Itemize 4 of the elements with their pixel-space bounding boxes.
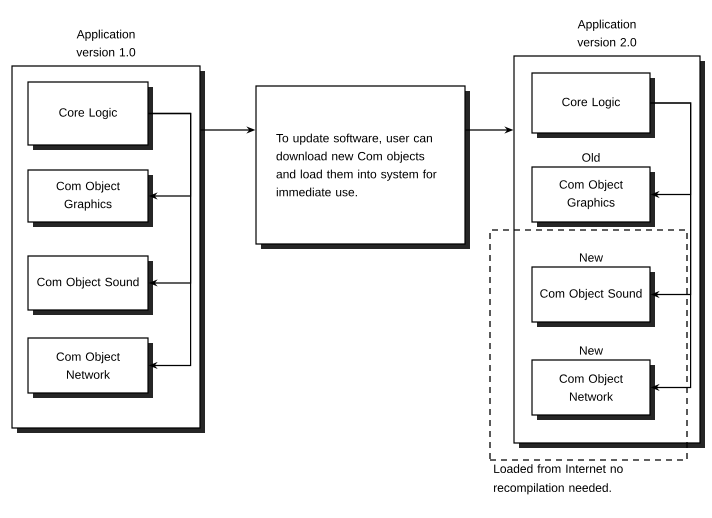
note-box: To update software, user can download new Com objects and load them into system for immediate use.: [255, 85, 470, 249]
heading: Application version 2.0: [577, 20, 636, 46]
heading: Application version 1.0: [76, 30, 136, 56]
region-label: Loaded from Internet no recompilation needed.: [494, 464, 623, 494]
